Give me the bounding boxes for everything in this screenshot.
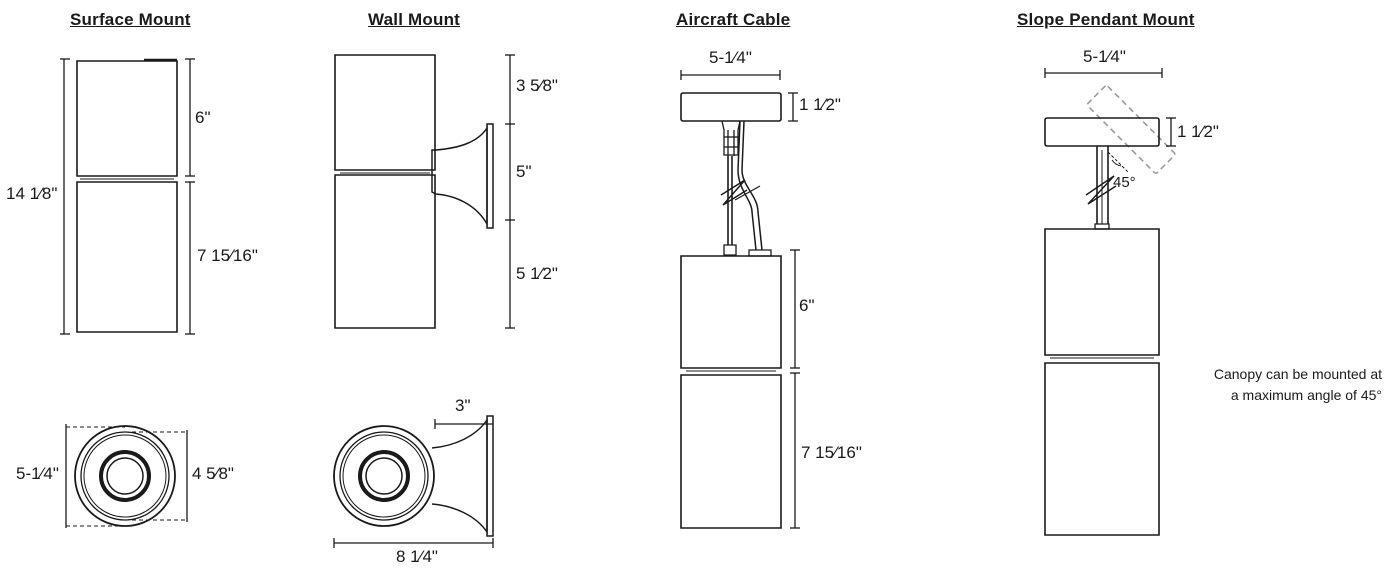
title-surface-mount: Surface Mount: [70, 10, 191, 29]
surface-inner-diameter: 4 5⁄8": [192, 464, 234, 483]
wall-top-height: 3 5⁄8": [516, 76, 558, 95]
aircraft-cable-side-view: [681, 70, 800, 528]
aircraft-canopy-height: 1 1⁄2": [799, 95, 841, 114]
slope-note-line-1: Canopy can be mounted at: [1213, 366, 1382, 382]
slope-angle: 45°: [1113, 174, 1136, 191]
surface-lower-height: 7 15⁄16": [197, 246, 258, 265]
wall-overall-width: 8 1⁄4": [396, 547, 438, 566]
surface-upper-height: 6": [195, 108, 211, 127]
wall-bottom-height: 5 1⁄2": [516, 264, 558, 283]
wall-mount-bottom-view: [334, 416, 493, 548]
title-wall-mount: Wall Mount: [368, 10, 461, 29]
slope-pendant-side-view: [1045, 68, 1176, 535]
surface-outer-diameter: 5-1⁄4": [16, 464, 59, 483]
wall-mount-side-view: [335, 55, 515, 328]
slope-canopy-width: 5-1⁄4": [1083, 47, 1126, 66]
title-slope-pendant-mount: Slope Pendant Mount: [1017, 10, 1195, 29]
wall-arm-depth: 3": [455, 396, 471, 415]
slope-canopy-height: 1 1⁄2": [1177, 122, 1219, 141]
aircraft-lower-height: 7 15⁄16": [801, 443, 862, 462]
aircraft-canopy-width: 5-1⁄4": [709, 48, 752, 67]
surface-mount-bottom-view: [66, 424, 187, 528]
title-aircraft-cable: Aircraft Cable: [676, 10, 791, 29]
surface-overall-height: 14 1⁄8": [6, 184, 58, 203]
aircraft-upper-height: 6": [799, 296, 815, 315]
surface-mount-side-view: [60, 59, 195, 334]
slope-note-line-2: a maximum angle of 45°: [1230, 387, 1382, 403]
slope-canopy-note: Canopy can be mounted at a maximum angle…: [1185, 364, 1382, 406]
wall-arm-height: 5": [516, 162, 532, 181]
